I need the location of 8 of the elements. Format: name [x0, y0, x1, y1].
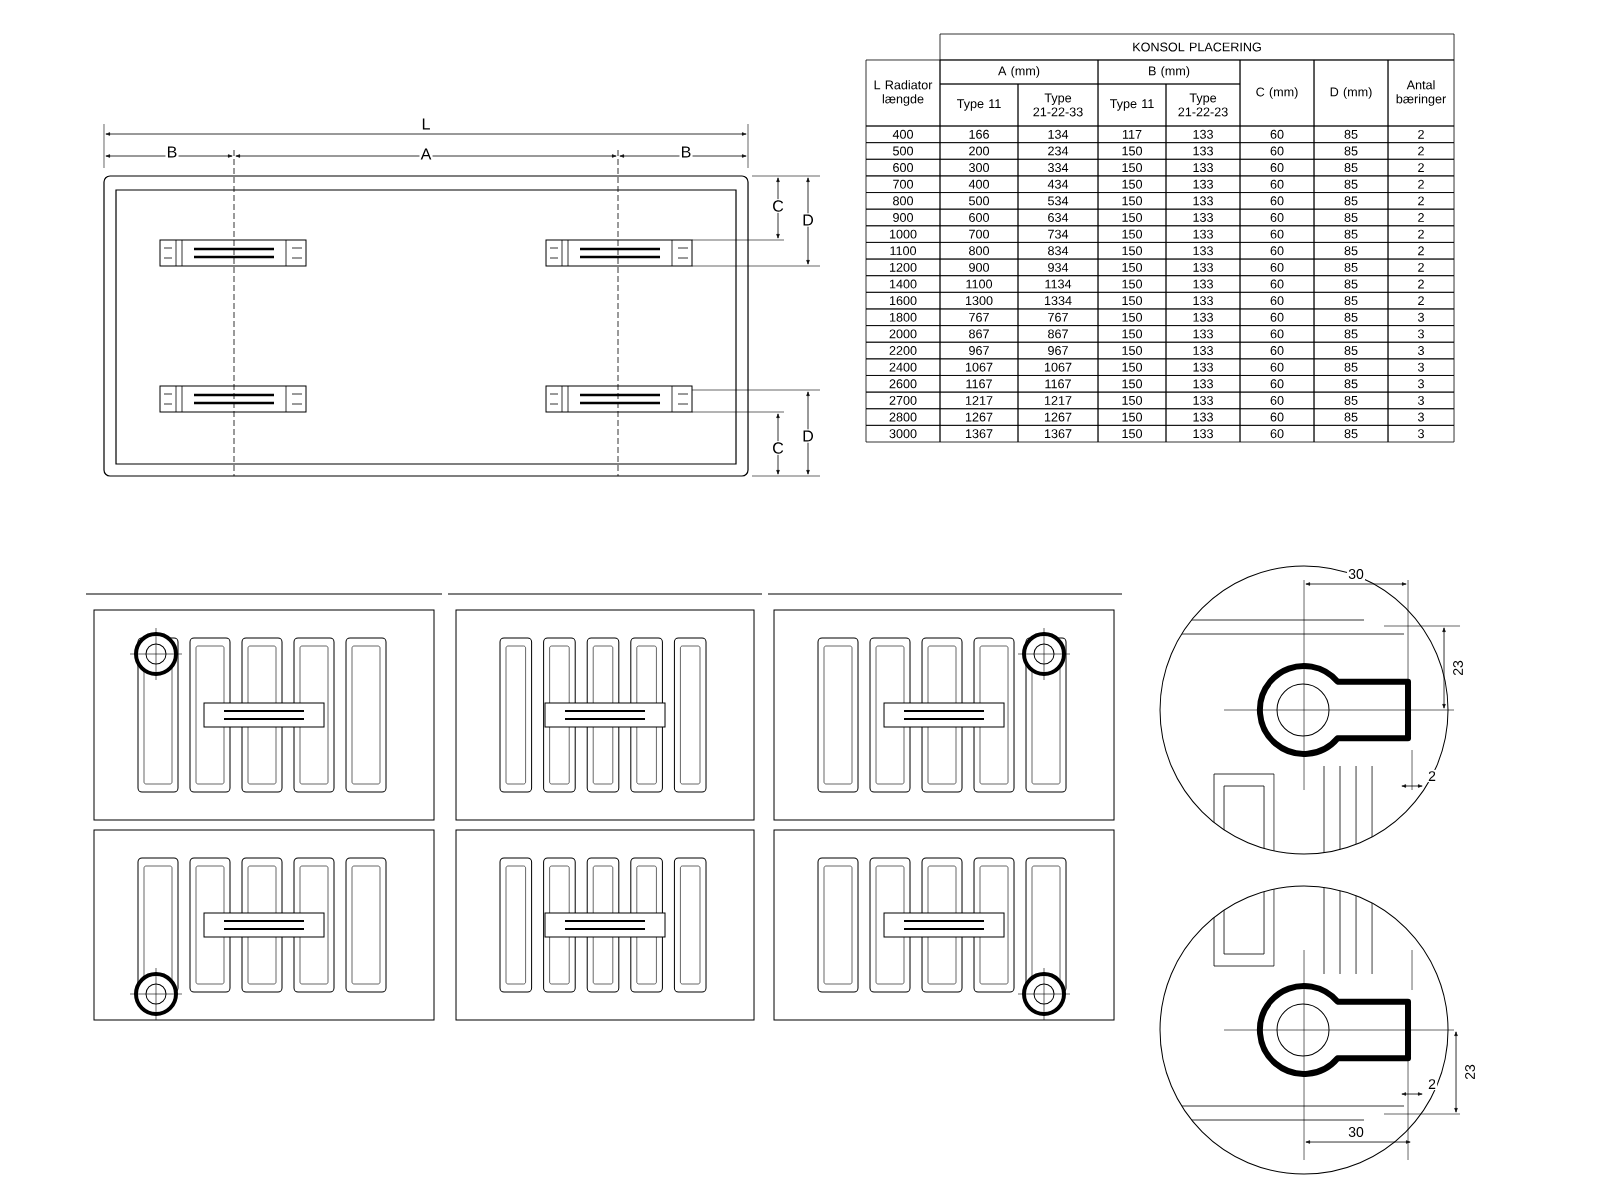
dimension-label: C — [771, 441, 785, 455]
dimension-label: C — [771, 199, 785, 213]
dimension-label: D — [801, 429, 815, 443]
dimension-label: B — [165, 145, 179, 159]
dimension-label: L — [420, 117, 432, 131]
dimension-label: D — [801, 213, 815, 227]
dimension-label: A — [419, 147, 433, 161]
dimension-label: B — [679, 145, 693, 159]
